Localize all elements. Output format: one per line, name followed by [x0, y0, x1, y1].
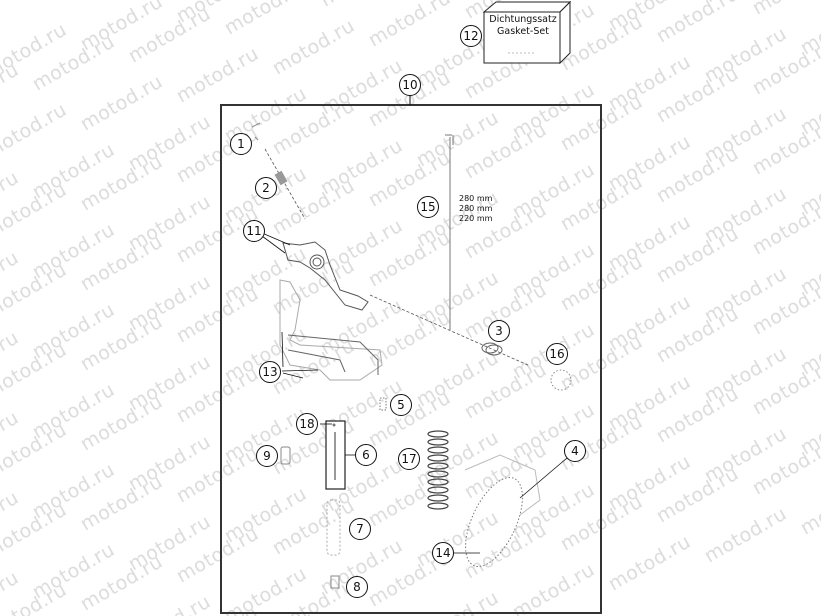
dimension-2: 280 mm: [459, 204, 493, 213]
gasket-set-label: Dichtungssatz Gasket-Set: [486, 14, 560, 38]
callout-2[interactable]: 2: [255, 177, 277, 199]
callout-17[interactable]: 17: [398, 448, 420, 470]
gasket-set-line2: Gasket-Set: [497, 26, 549, 37]
callout-7[interactable]: 7: [349, 518, 371, 540]
gasket-set-line1: Dichtungssatz: [489, 14, 557, 25]
callout-14[interactable]: 14: [432, 542, 454, 564]
dimension-3: 220 mm: [459, 214, 493, 223]
clutch-body-drawing: [279, 241, 383, 381]
callout-8[interactable]: 8: [346, 576, 368, 598]
gasket-set-box: [482, 0, 572, 65]
callout-5[interactable]: 5: [390, 394, 412, 416]
dimension-1: 280 mm: [459, 194, 493, 203]
spring-drawing: [427, 430, 449, 510]
callout-10[interactable]: 10: [399, 74, 421, 96]
callout-1[interactable]: 1: [230, 133, 252, 155]
callout-4[interactable]: 4: [564, 440, 586, 462]
assembly-frame: [220, 104, 602, 614]
callout-18[interactable]: 18: [296, 413, 318, 435]
callout-15[interactable]: 15: [417, 196, 439, 218]
callout-16[interactable]: 16: [546, 343, 568, 365]
callout-12[interactable]: 12: [460, 25, 482, 47]
callout-11[interactable]: 11: [243, 220, 265, 242]
callout-13[interactable]: 13: [259, 361, 281, 383]
callout-9[interactable]: 9: [256, 445, 278, 467]
callout-6[interactable]: 6: [355, 444, 377, 466]
callout-3[interactable]: 3: [488, 320, 510, 342]
hose-dimensions: 280 mm 280 mm 220 mm: [459, 194, 492, 224]
